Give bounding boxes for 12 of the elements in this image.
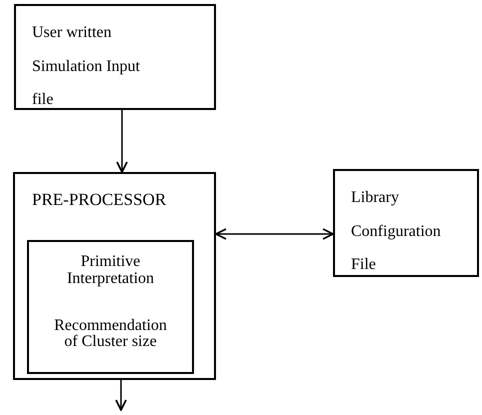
function-box — [27, 240, 194, 374]
preprocessor-box — [13, 172, 216, 380]
arrow — [215, 228, 334, 240]
box-text: Library Configuration File — [351, 188, 442, 276]
arrow — [115, 380, 127, 411]
box-text: Primitive Interpretation — [66, 254, 156, 288]
library-file-box — [333, 169, 479, 277]
box-heading: PRE-PROCESSOR — [32, 189, 166, 210]
box-text: Recommendation of Cluster size — [53, 318, 168, 352]
arrow — [116, 110, 128, 173]
box-text: User written Simulation Input file — [32, 23, 141, 110]
input-file-box — [14, 4, 216, 110]
